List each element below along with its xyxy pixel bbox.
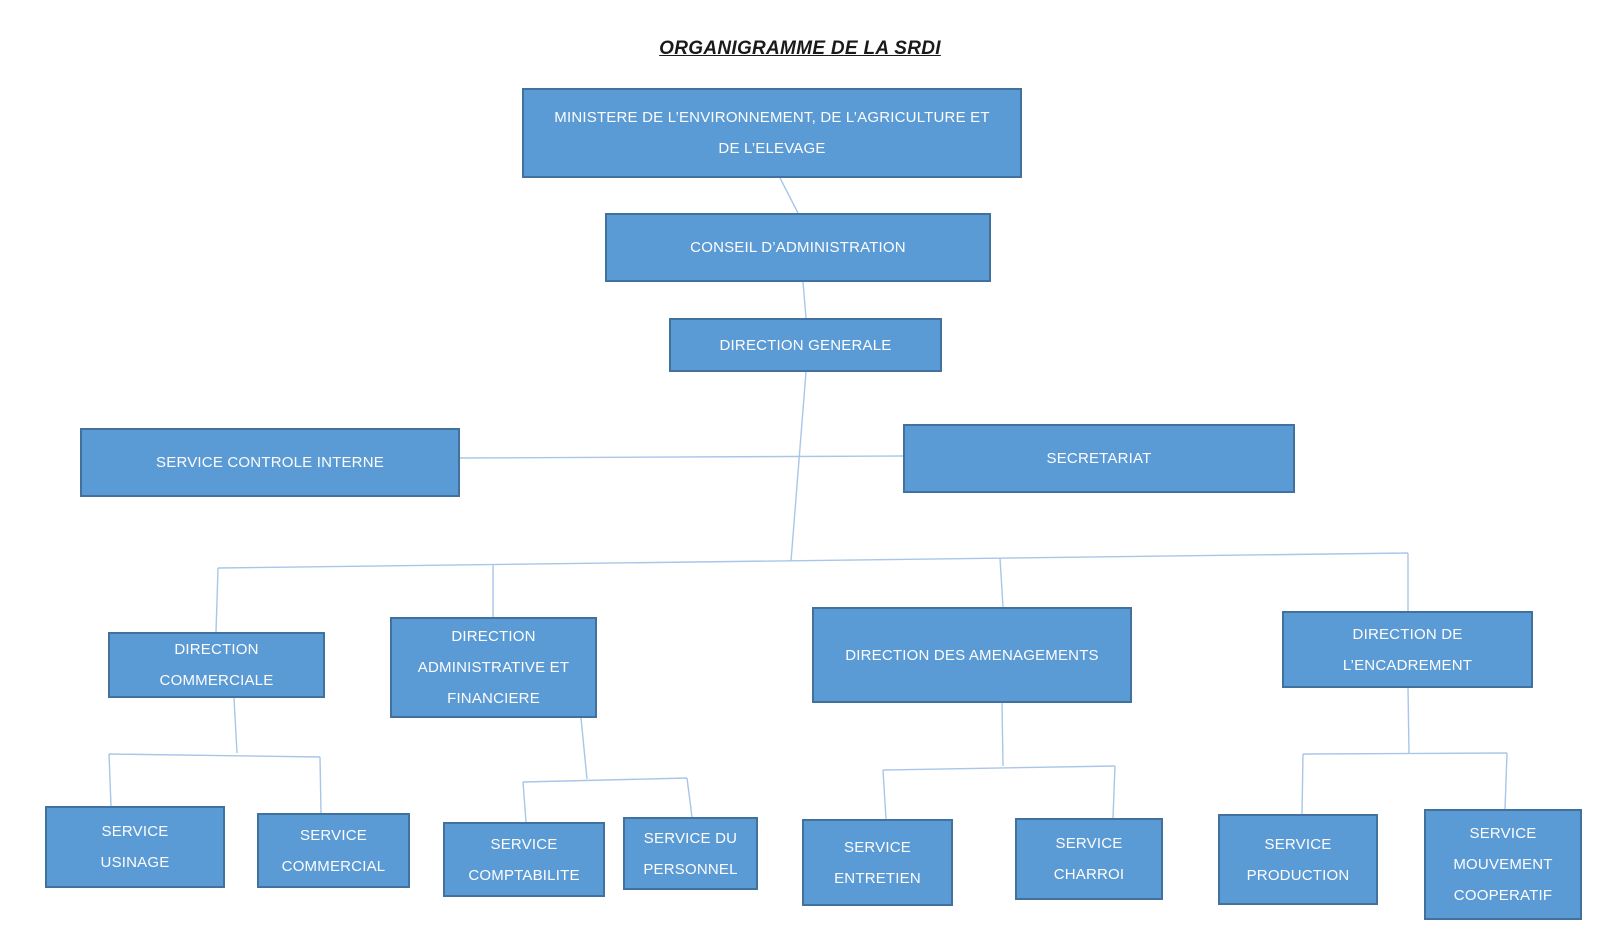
- node-label-line: COMPTABILITE: [468, 866, 580, 884]
- node-label-line: PRODUCTION: [1246, 866, 1350, 884]
- connector-conseil-to-direction-generale: [802, 281, 807, 319]
- connector-amenagements-stem: [1001, 702, 1004, 767]
- org-node-service-mouvement-cooperatif: SERVICE MOUVEMENT COOPERATIF: [1424, 809, 1582, 920]
- chart-title: ORGANIGRAMME DE LA SRDI: [659, 38, 941, 59]
- org-node-direction-administrative-financiere: DIRECTION ADMINISTRATIVE ET FINANCIERE: [390, 617, 597, 718]
- connector-controle-secretariat-link: [459, 455, 904, 459]
- node-label-line: DIRECTION: [451, 628, 536, 645]
- node-label-line: ADMINISTRATIVE ET: [417, 659, 570, 676]
- node-label-line: DIRECTION: [174, 641, 259, 658]
- node-label-line: SERVICE: [844, 838, 911, 856]
- node-label-line: SERVICE: [300, 826, 367, 844]
- connector-commerciale-bracket: [108, 753, 321, 758]
- connector-drop-service-mouvement: [1504, 752, 1508, 810]
- connector-encadrement-stem: [1407, 687, 1410, 754]
- org-node-direction-amenagements: DIRECTION DES AMENAGEMENTS: [812, 607, 1132, 703]
- org-node-ministere: MINISTERE DE L’ENVIRONNEMENT, DE L’AGRIC…: [522, 88, 1022, 178]
- org-node-service-usinage: SERVICE USINAGE: [45, 806, 225, 888]
- connector-administrative-bracket: [522, 777, 688, 783]
- connector-main-branch-horizontal: [217, 552, 1409, 569]
- org-node-service-comptabilite: SERVICE COMPTABILITE: [443, 822, 605, 897]
- node-label-line: DE L’ELEVAGE: [718, 140, 826, 157]
- node-label-line: MOUVEMENT: [1453, 856, 1553, 873]
- node-label-line: SERVICE: [101, 823, 169, 840]
- connector-encadrement-bracket: [1302, 752, 1508, 755]
- connector-administrative-stem: [580, 717, 588, 780]
- connector-drop-direction-commerciale: [215, 567, 219, 633]
- connector-drop-direction-amenagements: [999, 557, 1004, 608]
- connector-commerciale-stem: [233, 697, 238, 754]
- node-label-line: CONSEIL D’ADMINISTRATION: [690, 239, 906, 256]
- node-label-line: SERVICE: [1055, 835, 1123, 852]
- org-node-direction-encadrement: DIRECTION DE L’ENCADREMENT: [1282, 611, 1533, 688]
- connector-drop-service-charroi: [1112, 765, 1116, 819]
- node-label-line: COMMERCIAL: [281, 857, 386, 875]
- node-label-line: PERSONNEL: [643, 860, 738, 878]
- org-node-service-entretien: SERVICE ENTRETIEN: [802, 819, 953, 906]
- connector-drop-service-comptabilite: [522, 781, 527, 823]
- org-node-service-commercial: SERVICE COMMERCIAL: [257, 813, 410, 888]
- node-label-line: SECRETARIAT: [1046, 450, 1152, 467]
- node-label-line: SERVICE CONTROLE INTERNE: [156, 454, 384, 471]
- node-label-line: DIRECTION DES AMENAGEMENTS: [845, 646, 1099, 664]
- connector-drop-service-commercial: [319, 756, 322, 814]
- org-node-service-personnel: SERVICE DU PERSONNEL: [623, 817, 758, 890]
- node-label-line: L’ENCADREMENT: [1342, 656, 1473, 674]
- connector-ministere-to-conseil: [779, 177, 799, 214]
- node-label-line: COOPERATIF: [1453, 887, 1553, 904]
- org-node-direction-generale: DIRECTION GENERALE: [669, 318, 942, 372]
- org-node-service-controle-interne: SERVICE CONTROLE INTERNE: [80, 428, 460, 497]
- org-node-service-production: SERVICE PRODUCTION: [1218, 814, 1378, 905]
- connector-direction-generale-stem: [790, 371, 807, 562]
- org-node-service-charroi: SERVICE CHARROI: [1015, 818, 1163, 900]
- node-label-line: COMMERCIALE: [159, 672, 274, 689]
- connector-drop-service-personnel: [686, 777, 693, 818]
- connector-drop-service-usinage: [108, 753, 112, 807]
- org-node-direction-commerciale: DIRECTION COMMERCIALE: [108, 632, 325, 698]
- org-node-secretariat: SECRETARIAT: [903, 424, 1295, 493]
- node-label-line: USINAGE: [100, 854, 170, 871]
- node-label-line: DIRECTION DE: [1352, 625, 1463, 643]
- node-label-line: MINISTERE DE L’ENVIRONNEMENT, DE L’AGRIC…: [554, 109, 990, 126]
- connector-amenagements-bracket: [882, 765, 1116, 771]
- node-label-line: ENTRETIEN: [834, 869, 921, 887]
- node-label-line: SERVICE: [490, 835, 558, 853]
- org-node-conseil-administration: CONSEIL D’ADMINISTRATION: [605, 213, 991, 282]
- node-label-line: DIRECTION GENERALE: [719, 336, 892, 354]
- connector-drop-service-entretien: [882, 769, 887, 820]
- node-label-line: SERVICE DU: [643, 829, 738, 847]
- node-label-line: SERVICE: [1469, 825, 1537, 842]
- node-label-line: SERVICE: [1264, 835, 1332, 853]
- node-label-line: FINANCIERE: [447, 690, 540, 707]
- node-label-line: CHARROI: [1053, 866, 1125, 883]
- connector-drop-service-production: [1301, 753, 1304, 815]
